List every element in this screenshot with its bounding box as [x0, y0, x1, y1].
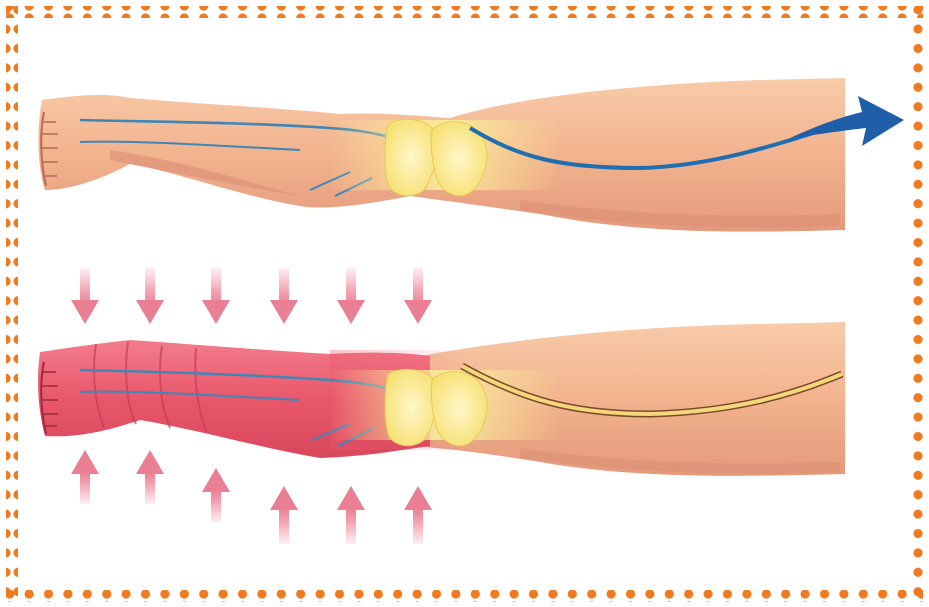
pressure-arrow-up-icon: [202, 468, 230, 522]
pressure-arrow-up-icon: [270, 486, 298, 544]
bottom-leg-panel: [38, 322, 845, 476]
pressure-arrow-up-icon: [404, 486, 432, 544]
pressure-arrow-up-icon: [71, 450, 99, 504]
pressure-arrows-bottom: [71, 450, 432, 544]
top-leg-panel: [38, 78, 904, 232]
pressure-arrow-down-icon: [404, 268, 432, 324]
pressure-arrow-down-icon: [202, 268, 230, 324]
pressure-arrow-up-icon: [337, 486, 365, 544]
pressure-arrow-down-icon: [71, 268, 99, 324]
pressure-arrows-top: [71, 268, 432, 324]
pressure-arrow-down-icon: [270, 268, 298, 324]
pressure-arrow-up-icon: [136, 450, 164, 504]
pressure-arrow-down-icon: [136, 268, 164, 324]
pressure-arrow-down-icon: [337, 268, 365, 324]
